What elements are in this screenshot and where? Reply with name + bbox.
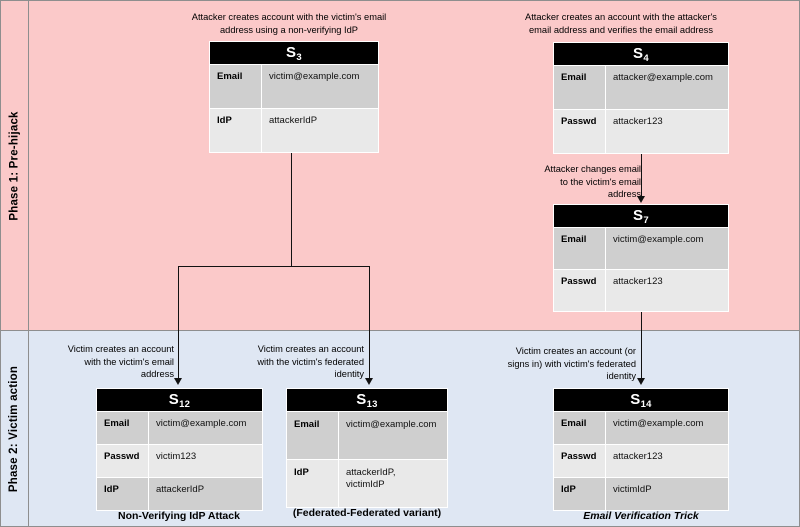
- row-value: victim@example.com: [613, 234, 704, 245]
- arrowhead-to-s7: [637, 196, 645, 203]
- row-key: IdP: [287, 460, 339, 507]
- state-header-s4: S4: [554, 43, 728, 65]
- state-table-s3: S3 Email victim@example.com IdP attacker…: [209, 41, 379, 153]
- state-title-s13: S: [356, 391, 367, 408]
- row-key: Passwd: [97, 445, 149, 477]
- row-value: victim123: [156, 451, 197, 462]
- caption-s12: Victim creates an account with the victi…: [67, 344, 174, 380]
- row-key: IdP: [554, 478, 606, 510]
- table-row: Email victim@example.com: [554, 227, 728, 269]
- state-title-s12: S: [168, 391, 180, 408]
- state-table-s13: S13 Email victim@example.com IdP attacke…: [286, 388, 448, 508]
- phase-label-victim-action: Phase 2: Victim action: [1, 331, 29, 526]
- table-row: IdP attackerIdP, victimIdP: [287, 459, 447, 507]
- state-header-s12: S12: [97, 389, 262, 411]
- state-subscript-s14: 14: [640, 399, 652, 410]
- caption-s14: Victim creates an account (or signs in) …: [507, 346, 636, 382]
- row-key: Email: [97, 412, 149, 444]
- state-subscript-s3: 3: [296, 52, 302, 63]
- row-key: IdP: [210, 109, 262, 152]
- row-value: attackerIdP: [156, 484, 205, 495]
- row-key: Passwd: [554, 445, 606, 477]
- table-row: Passwd attacker123: [554, 444, 728, 477]
- row-value: attacker123: [613, 116, 663, 127]
- table-row: IdP victimIdP: [554, 477, 728, 510]
- connector-split-to-s13: [369, 266, 370, 379]
- row-value: attacker123: [613, 451, 663, 462]
- caption-s3: Attacker creates account with the victim…: [191, 12, 387, 35]
- state-subscript-s13: 13: [366, 399, 378, 410]
- state-table-s4: S4 Email attacker@example.com Passwd att…: [553, 42, 729, 154]
- caption-s13: Victim creates an account with the victi…: [257, 344, 364, 380]
- state-subscript-s7: 7: [643, 215, 649, 226]
- row-value: attacker@example.com: [613, 72, 713, 83]
- row-value: victimIdP: [613, 484, 652, 495]
- phase-label-pre-hijack-text: Phase 1: Pre-hijack: [8, 110, 21, 221]
- table-row: IdP attackerIdP: [210, 108, 378, 152]
- connector-s7-to-s14: [641, 306, 642, 379]
- table-row: Email victim@example.com: [97, 411, 262, 444]
- row-value: victim@example.com: [269, 71, 360, 82]
- table-row: Email victim@example.com: [287, 411, 447, 459]
- row-value: attackerIdP, victimIdP: [346, 467, 396, 490]
- state-subscript-s4: 4: [643, 53, 649, 64]
- attack-title-email-verification-trick: Email Verification Trick: [583, 510, 699, 522]
- row-value: victim@example.com: [156, 418, 247, 429]
- state-header-s3: S3: [210, 42, 378, 64]
- connector-split-horizontal: [178, 266, 370, 267]
- table-row: IdP attackerIdP: [97, 477, 262, 510]
- row-key: Email: [554, 228, 606, 269]
- row-key: Email: [554, 412, 606, 444]
- row-value: victim@example.com: [613, 418, 704, 429]
- row-value: victim@example.com: [346, 419, 437, 430]
- phase-label-pre-hijack: Phase 1: Pre-hijack: [1, 1, 29, 330]
- caption-s7: Attacker changes email to the victim's e…: [544, 164, 641, 200]
- caption-s4: Attacker creates an account with the att…: [525, 12, 717, 35]
- table-row: Email victim@example.com: [554, 411, 728, 444]
- phase-label-victim-action-text: Phase 2: Victim action: [8, 365, 21, 492]
- row-key: Email: [554, 66, 606, 109]
- state-subscript-s12: 12: [179, 399, 191, 410]
- table-row: Passwd attacker123: [554, 269, 728, 311]
- state-table-s12: S12 Email victim@example.com Passwd vict…: [96, 388, 263, 511]
- row-key: Email: [210, 65, 262, 108]
- state-header-s13: S13: [287, 389, 447, 411]
- arrowhead-to-s14: [637, 378, 645, 385]
- state-title-s3: S: [286, 44, 297, 61]
- table-row: Email attacker@example.com: [554, 65, 728, 109]
- attack-title-federated-federated: (Federated-Federated variant): [292, 507, 442, 519]
- table-row: Email victim@example.com: [210, 64, 378, 108]
- state-title-s4: S: [633, 45, 644, 62]
- row-value: attacker123: [613, 276, 663, 287]
- arrowhead-to-s13: [365, 378, 373, 385]
- state-table-s14: S14 Email victim@example.com Passwd atta…: [553, 388, 729, 511]
- row-value: attackerIdP: [269, 115, 318, 126]
- arrowhead-to-s12: [174, 378, 182, 385]
- state-table-s7: S7 Email victim@example.com Passwd attac…: [553, 204, 729, 312]
- state-header-s14: S14: [554, 389, 728, 411]
- row-key: Email: [287, 412, 339, 459]
- row-key: Passwd: [554, 270, 606, 311]
- state-title-s7: S: [633, 207, 644, 224]
- table-row: Passwd attacker123: [554, 109, 728, 153]
- connector-s4-to-s7: [641, 149, 642, 197]
- state-title-s14: S: [630, 391, 641, 408]
- state-header-s7: S7: [554, 205, 728, 227]
- attack-title-non-verifying-idp: Non-Verifying IdP Attack: [118, 510, 240, 522]
- table-row: Passwd victim123: [97, 444, 262, 477]
- row-key: IdP: [97, 478, 149, 510]
- connector-s3-to-split: [291, 149, 292, 267]
- connector-split-to-s12: [178, 266, 179, 379]
- row-key: Passwd: [554, 110, 606, 153]
